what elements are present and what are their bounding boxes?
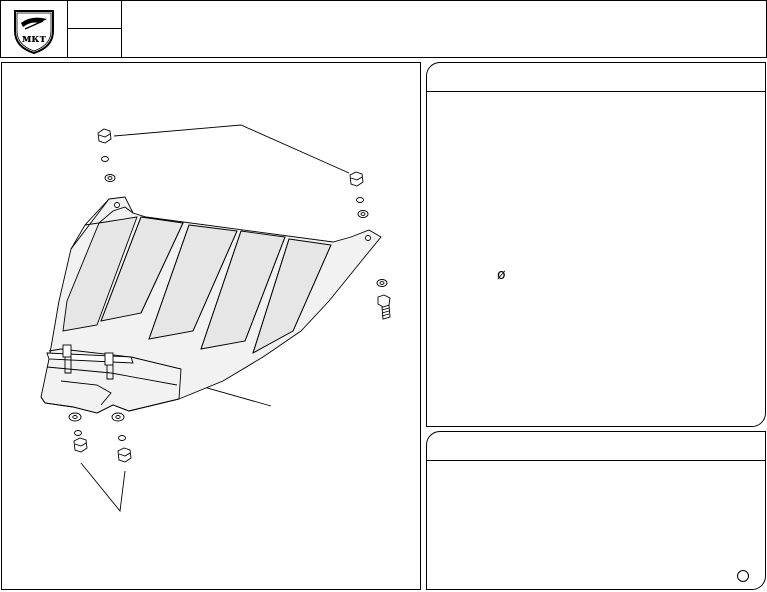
leader-line-top	[113, 124, 350, 174]
notes-panel-header	[427, 432, 765, 461]
fastener-stack-right	[349, 171, 369, 218]
leader-line-bottom	[80, 462, 126, 513]
notes-panel	[426, 431, 766, 590]
assembly-drawing-frame	[1, 62, 421, 590]
bolt-right	[376, 279, 391, 320]
title-cell	[123, 1, 766, 57]
revision-cell	[67, 29, 122, 57]
company-logo: мкт	[14, 10, 54, 55]
fastener-stack-bottom-left	[68, 412, 88, 453]
circle-mark-icon	[737, 570, 749, 582]
logo-text: мкт	[22, 32, 46, 45]
fastener-stack-bottom-right	[111, 412, 132, 463]
skid-plate-assembly-drawing	[40, 124, 391, 513]
part-code-cell	[67, 1, 122, 29]
fastener-stack-left	[97, 128, 116, 182]
diameter-symbol: ø	[497, 267, 506, 283]
title-block: мкт	[0, 0, 767, 58]
specification-panel-header	[427, 63, 765, 92]
specification-panel: ø	[426, 62, 766, 427]
logo-cell: мкт	[1, 1, 68, 57]
